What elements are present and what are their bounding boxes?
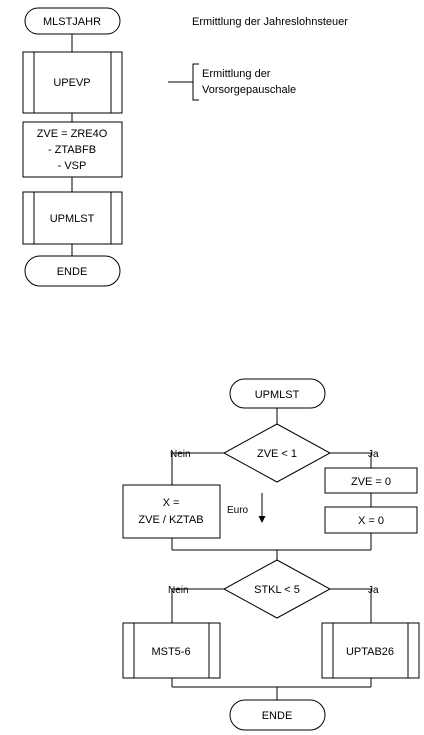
decision-zve-less-than-1: ZVE < 1: [222, 423, 332, 483]
decision2-label: STKL < 5: [254, 584, 300, 596]
upper-flowchart: MLSTJAHR Ermittlung der Jahreslohnsteuer…: [22, 7, 348, 287]
yes-box2-label: X = 0: [358, 515, 384, 527]
end-label-lower: ENDE: [262, 710, 293, 722]
subroutine-upevp: UPEVP: [22, 51, 123, 114]
annotation-line-2: Vorsorgepauschale: [202, 84, 296, 96]
connector-decision2-yes: [330, 588, 372, 623]
no-box-line-1: X =: [163, 497, 180, 509]
process-line-1: ZVE = ZRE4O: [37, 128, 108, 140]
connector-decision2-no: [171, 588, 224, 623]
subroutine-upmlst: UPMLST: [22, 191, 123, 245]
process-line-3: - VSP: [58, 160, 87, 172]
decision1-label: ZVE < 1: [257, 448, 297, 460]
process-zve-calculation: ZVE = ZRE4O - ZTABFB - VSP: [22, 121, 123, 178]
start-terminal-mlstjahr: MLSTJAHR: [24, 7, 121, 35]
subroutine-mst56-label: MST5-6: [151, 646, 190, 658]
connector-decision1-yes: [330, 452, 372, 468]
process-line-2: - ZTABFB: [48, 144, 96, 156]
decision1-no-label: Nein: [170, 449, 191, 460]
end-label-upper: ENDE: [57, 266, 88, 278]
lower-start-label: UPMLST: [255, 389, 300, 401]
process-zve-equals-0: ZVE = 0: [324, 467, 418, 494]
start-label: MLSTJAHR: [43, 16, 101, 28]
process-x-equals-0: X = 0: [324, 506, 418, 534]
euro-note: Euro: [227, 505, 249, 516]
subroutine-upmlst-label: UPMLST: [50, 213, 95, 225]
annotation-vorsorgepauschale: Ermittlung der Vorsorgepauschale: [168, 63, 296, 101]
end-terminal-lower: ENDE: [229, 699, 326, 731]
annotation-line-1: Ermittlung der: [202, 68, 271, 80]
start-terminal-upmlst: UPMLST: [229, 378, 326, 409]
down-arrow-icon: [258, 516, 266, 523]
decision1-yes-label: Ja: [368, 449, 379, 460]
process-x-equals-zve-div-kztab: X = ZVE / KZTAB: [122, 484, 221, 539]
subroutine-mst5-6: MST5-6: [122, 622, 221, 679]
subroutine-uptab26: UPTAB26: [321, 622, 420, 679]
decision2-no-label: Nein: [168, 585, 189, 596]
page-heading: Ermittlung der Jahreslohnsteuer: [192, 16, 348, 28]
yes-box1-label: ZVE = 0: [351, 476, 391, 488]
subroutine-uptab26-label: UPTAB26: [346, 646, 394, 658]
end-terminal-upper: ENDE: [24, 255, 121, 287]
no-box-line-2: ZVE / KZTAB: [138, 514, 203, 526]
connector-decision1-no: [171, 452, 224, 485]
decision2-yes-label: Ja: [368, 585, 379, 596]
decision-stkl-less-than-5: STKL < 5: [222, 559, 332, 619]
subroutine-upevp-label: UPEVP: [53, 77, 90, 89]
lower-flowchart: UPMLST ZVE < 1 Nein Ja X = ZVE / KZTAB E…: [122, 378, 420, 731]
